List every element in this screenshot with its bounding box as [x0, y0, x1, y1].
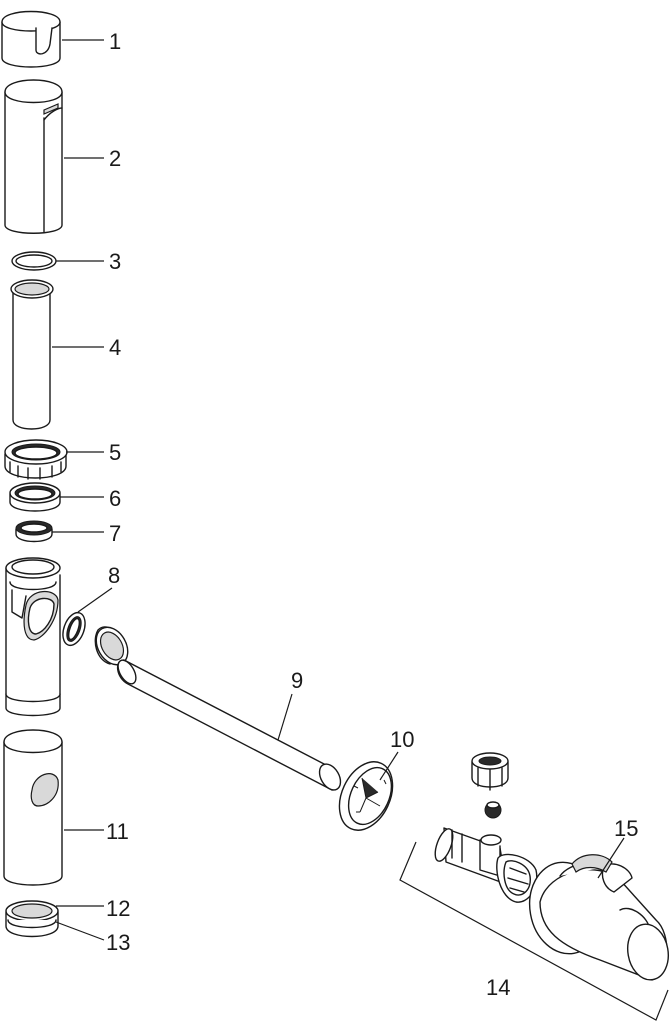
- callout-13: 13: [106, 930, 130, 955]
- callout-15: 15: [614, 816, 638, 841]
- part-9-wall-pipe: [117, 659, 342, 791]
- callout-11: 11: [106, 819, 129, 844]
- callout-labels: 1 2 3 4 5 6 7 8 9 10 11 12 13 14 15: [106, 29, 638, 1000]
- callout-2: 2: [109, 146, 121, 171]
- part-10-rosette: [338, 761, 394, 831]
- callout-14: 14: [486, 975, 510, 1000]
- part-3-o-ring: [11, 251, 57, 271]
- part-6-ring: [9, 482, 61, 512]
- callout-10: 10: [390, 727, 414, 752]
- part-11-cover-tube: [3, 729, 63, 886]
- part-4-dip-tube: [10, 279, 54, 430]
- callout-7: 7: [109, 521, 121, 546]
- callout-3: 3: [109, 249, 121, 274]
- leader-lines: [52, 39, 625, 941]
- part-8-gasket: [62, 611, 86, 647]
- part-14-angle-valve: [399, 752, 669, 1021]
- callout-4: 4: [109, 335, 121, 360]
- trap-body: [5, 557, 61, 717]
- part-1-clip-sleeve: [1, 10, 61, 68]
- part-2-cover-tube: [4, 79, 63, 234]
- part-7-seal: [15, 520, 53, 543]
- callout-12: 12: [106, 896, 130, 921]
- callout-6: 6: [109, 486, 121, 511]
- part-5-union-nut: [4, 439, 68, 480]
- callout-9: 9: [291, 668, 303, 693]
- callout-8: 8: [108, 563, 120, 588]
- callout-5: 5: [109, 440, 121, 465]
- callout-1: 1: [109, 29, 121, 54]
- part-12-13-bottom-cap: [5, 900, 59, 938]
